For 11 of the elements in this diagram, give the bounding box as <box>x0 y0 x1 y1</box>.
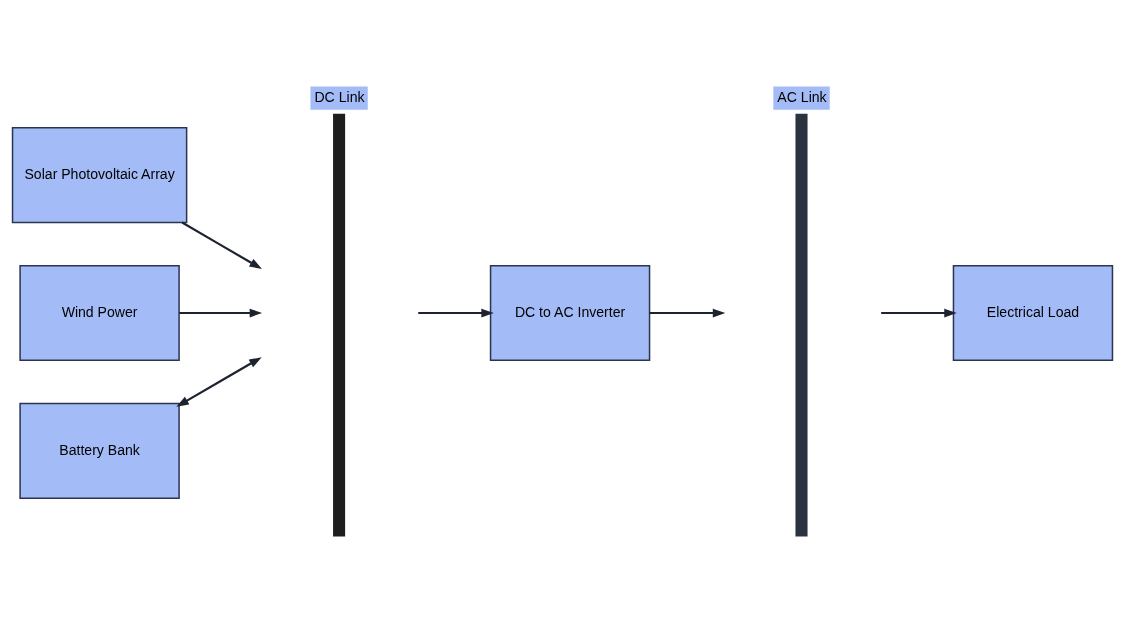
node-box: Battery Bank <box>19 402 180 499</box>
arrow <box>181 221 262 269</box>
node-box: Solar Photovoltaic Array <box>11 126 188 223</box>
arrow <box>881 308 957 317</box>
arrow <box>176 356 262 407</box>
node-box: Electrical Load <box>952 264 1114 361</box>
arrow <box>179 308 263 317</box>
node-box: DC to AC Inverter <box>489 264 651 361</box>
node-box: Wind Power <box>19 264 180 361</box>
arrow <box>649 308 726 317</box>
arrow <box>418 308 494 317</box>
